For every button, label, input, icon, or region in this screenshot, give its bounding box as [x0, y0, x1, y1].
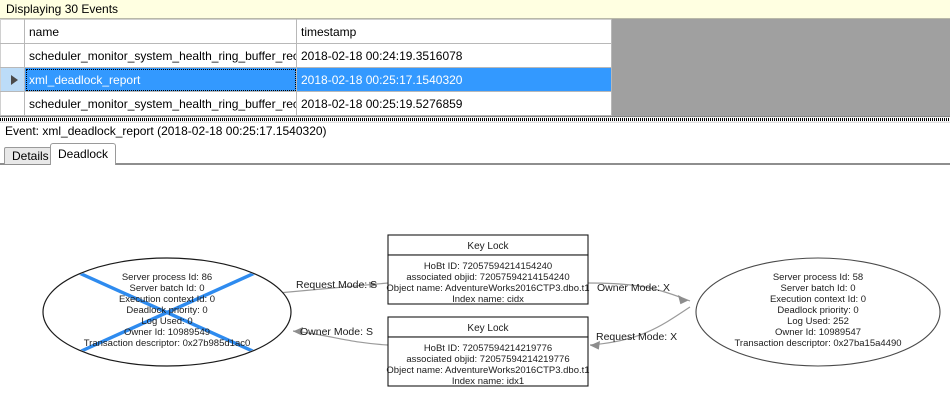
edge-label: Owner Mode: S	[300, 326, 373, 338]
horizontal-splitter[interactable]	[0, 117, 950, 123]
tab-strip-divider	[0, 163, 950, 164]
row-selector-cell[interactable]	[0, 91, 25, 116]
cell-name[interactable]: scheduler_monitor_system_health_ring_buf…	[24, 91, 297, 116]
tab-details[interactable]: Details	[4, 147, 57, 164]
table-row[interactable]: xml_deadlock_report 2018-02-18 00:25:17.…	[0, 67, 612, 92]
node-line: Server process Id: 58	[773, 272, 863, 283]
node-line: HoBt ID: 72057594214154240	[424, 261, 552, 272]
node-line: Server process Id: 86	[122, 272, 212, 283]
event-caption-label: Event: xml_deadlock_report (2018-02-18 0…	[0, 123, 950, 141]
tab-strip: Details Deadlock	[0, 142, 950, 165]
node-line: Index name: idx1	[452, 376, 524, 387]
node-line: Object name: AdventureWorks2016CTP3.dbo.…	[386, 365, 589, 376]
table-header-row: name timestamp	[0, 19, 612, 44]
node-line: Execution context Id: 0	[770, 294, 866, 305]
edge-bottom-owner-left: Owner Mode: S	[292, 326, 389, 346]
node-line: associated objid: 72057594214219776	[406, 354, 569, 365]
victim-cross-icon	[76, 270, 258, 355]
column-header-timestamp[interactable]: timestamp	[296, 19, 612, 44]
node-line: Deadlock priority: 0	[777, 305, 858, 316]
deadlock-graph-pane[interactable]: Request Mode: S Owner Mode: X Owner Mode…	[0, 164, 950, 400]
row-selector-arrow-icon	[11, 74, 18, 85]
row-selector-cell[interactable]	[0, 43, 25, 68]
row-selector-cell[interactable]	[0, 67, 25, 92]
events-grid-table: name timestamp scheduler_monitor_system_…	[0, 19, 612, 116]
edge-top-owner-right: Owner Mode: X	[587, 282, 691, 305]
node-line: Log Used: 252	[787, 316, 849, 327]
key-lock-title: Key Lock	[467, 241, 509, 252]
node-line: Owner Id: 10989549	[124, 327, 210, 338]
node-line: Deadlock priority: 0	[126, 305, 207, 316]
right-process-node[interactable]: Server process Id: 58 Server batch Id: 0…	[695, 257, 941, 367]
bottom-key-lock-node[interactable]: Key Lock HoBt ID: 72057594214219776 asso…	[386, 316, 590, 387]
edge-label: Owner Mode: X	[597, 282, 670, 294]
key-lock-title: Key Lock	[467, 323, 509, 334]
edge-left-request-top: Request Mode: S	[277, 279, 389, 294]
node-line: Transaction descriptor: 0x27ba15a4490	[734, 338, 901, 349]
edge-right-request-bottom: Request Mode: X	[589, 306, 691, 350]
node-line: Server batch Id: 0	[781, 283, 856, 294]
column-header-selector	[0, 19, 25, 44]
table-row[interactable]: scheduler_monitor_system_health_ring_buf…	[0, 43, 612, 68]
cell-timestamp[interactable]: 2018-02-18 00:25:19.5276859	[296, 91, 612, 116]
node-line: associated objid: 72057594214154240	[406, 272, 569, 283]
cell-name[interactable]: scheduler_monitor_system_health_ring_buf…	[24, 43, 297, 68]
tab-deadlock[interactable]: Deadlock	[50, 143, 117, 165]
column-header-name[interactable]: name	[24, 19, 297, 44]
left-process-node[interactable]: Server process Id: 86 Server batch Id: 0…	[42, 257, 292, 367]
node-line: HoBt ID: 72057594214219776	[424, 343, 552, 354]
node-line: Index name: cidx	[452, 294, 524, 305]
cell-name[interactable]: xml_deadlock_report	[24, 67, 297, 92]
node-line: Transaction descriptor: 0x27b985d1ac0	[84, 338, 251, 349]
cell-timestamp[interactable]: 2018-02-18 00:24:19.3516078	[296, 43, 612, 68]
edge-label: Request Mode: X	[596, 331, 677, 343]
events-grid[interactable]: name timestamp scheduler_monitor_system_…	[0, 19, 950, 117]
displaying-events-banner: Displaying 30 Events	[0, 0, 950, 19]
node-line: Owner Id: 10989547	[775, 327, 861, 338]
table-row[interactable]: scheduler_monitor_system_health_ring_buf…	[0, 91, 612, 116]
node-line: Log Used: 0	[141, 316, 192, 327]
cell-timestamp[interactable]: 2018-02-18 00:25:17.1540320	[296, 67, 612, 92]
node-line: Execution context Id: 0	[119, 294, 215, 305]
node-line: Server batch Id: 0	[130, 283, 205, 294]
node-line: Object name: AdventureWorks2016CTP3.dbo.…	[386, 283, 589, 294]
deadlock-graph-svg: Request Mode: S Owner Mode: X Owner Mode…	[42, 234, 941, 387]
top-key-lock-node[interactable]: Key Lock HoBt ID: 72057594214154240 asso…	[386, 234, 590, 305]
edge-label: Request Mode: S	[296, 279, 377, 291]
